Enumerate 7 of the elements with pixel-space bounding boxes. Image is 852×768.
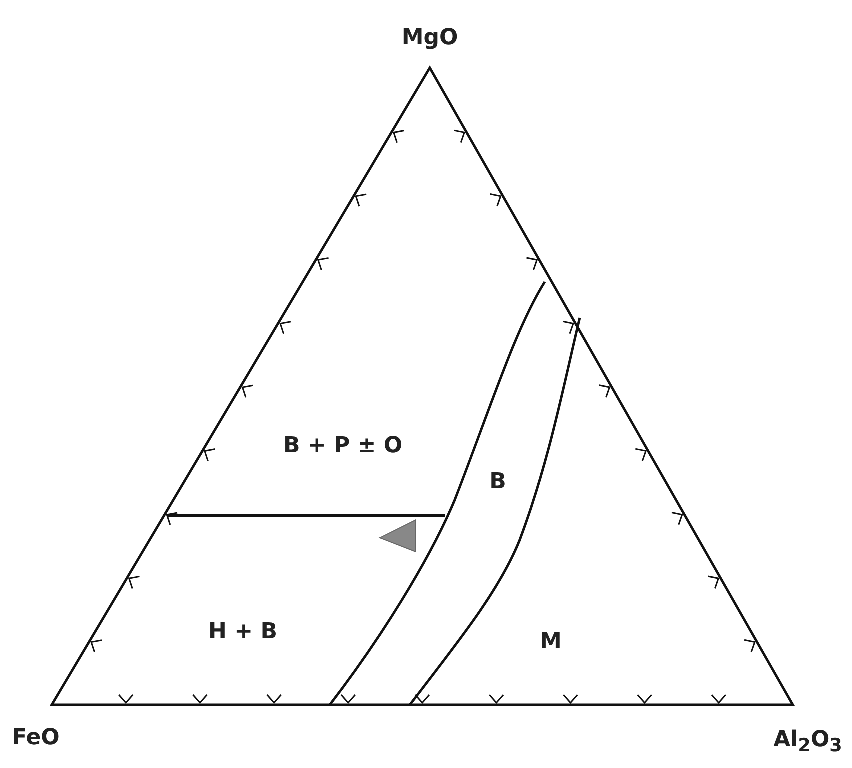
vertex-label: Al$_{2}$O$_{3}$ — [774, 727, 842, 757]
phase-field-label: B — [490, 470, 506, 494]
phase-field-label: B + P ± O — [283, 434, 403, 458]
vertex-label: FeO — [12, 726, 60, 750]
vertex-label: MgO — [402, 26, 458, 50]
phase-field-label: M — [540, 630, 562, 654]
phase-field-label: H + B — [208, 620, 278, 644]
